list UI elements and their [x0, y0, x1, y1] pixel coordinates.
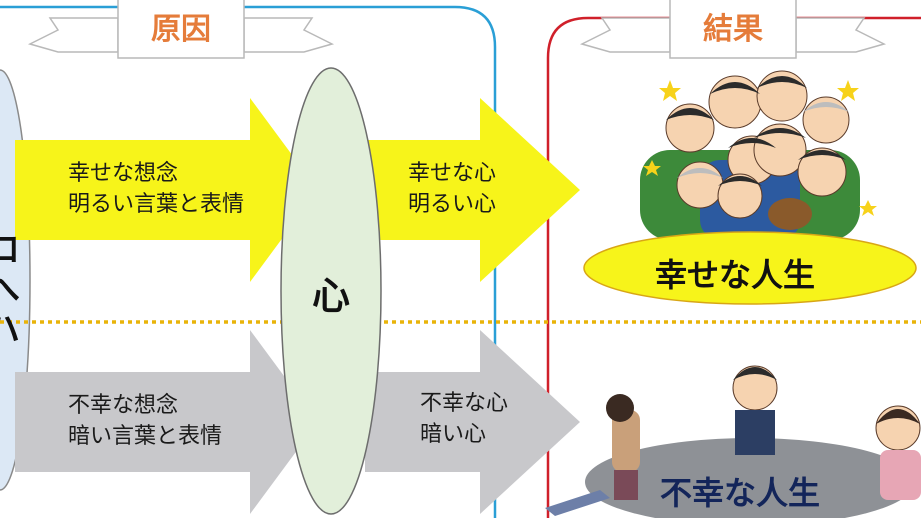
negative-input-arrow: [15, 330, 318, 514]
positive-input-line: 幸せな想念: [68, 161, 179, 186]
left-column-char: ロ: [0, 230, 20, 270]
positive-result-label: 幸せな人生: [655, 256, 816, 294]
happy-crowd-illustration: [640, 70, 877, 240]
positive-output-line: 幸せな心: [408, 161, 497, 186]
positive-input-line: 明るい言葉と表情: [68, 192, 245, 217]
negative-output-arrow: [365, 330, 580, 514]
cause-header: 原因: [151, 12, 211, 47]
result-header: 結果: [703, 12, 763, 47]
result-header-banner: [579, 0, 887, 59]
negative-input-line: 暗い言葉と表情: [68, 424, 223, 449]
heart-label: 心: [312, 274, 351, 318]
positive-result-oval: [583, 231, 917, 305]
left-column-char: へ: [0, 270, 20, 310]
positive-output-line: 明るい心: [408, 192, 497, 217]
negative-input-line: 不幸な想念: [68, 393, 179, 418]
sad-people-illustration: [545, 365, 921, 516]
negative-output-line: 暗い心: [420, 422, 487, 447]
left-column-char: ハ: [0, 310, 20, 350]
negative-result-oval: [585, 438, 915, 518]
positive-input-arrow: [15, 98, 318, 282]
heart-oval: [280, 67, 382, 515]
cause-header-banner: [27, 0, 335, 59]
cause-frame: [0, 5, 497, 518]
result-frame: [546, 16, 921, 518]
positive-output-arrow: [365, 98, 580, 282]
negative-output-line: 不幸な心: [420, 391, 509, 416]
negative-result-label: 不幸な人生: [660, 474, 821, 512]
